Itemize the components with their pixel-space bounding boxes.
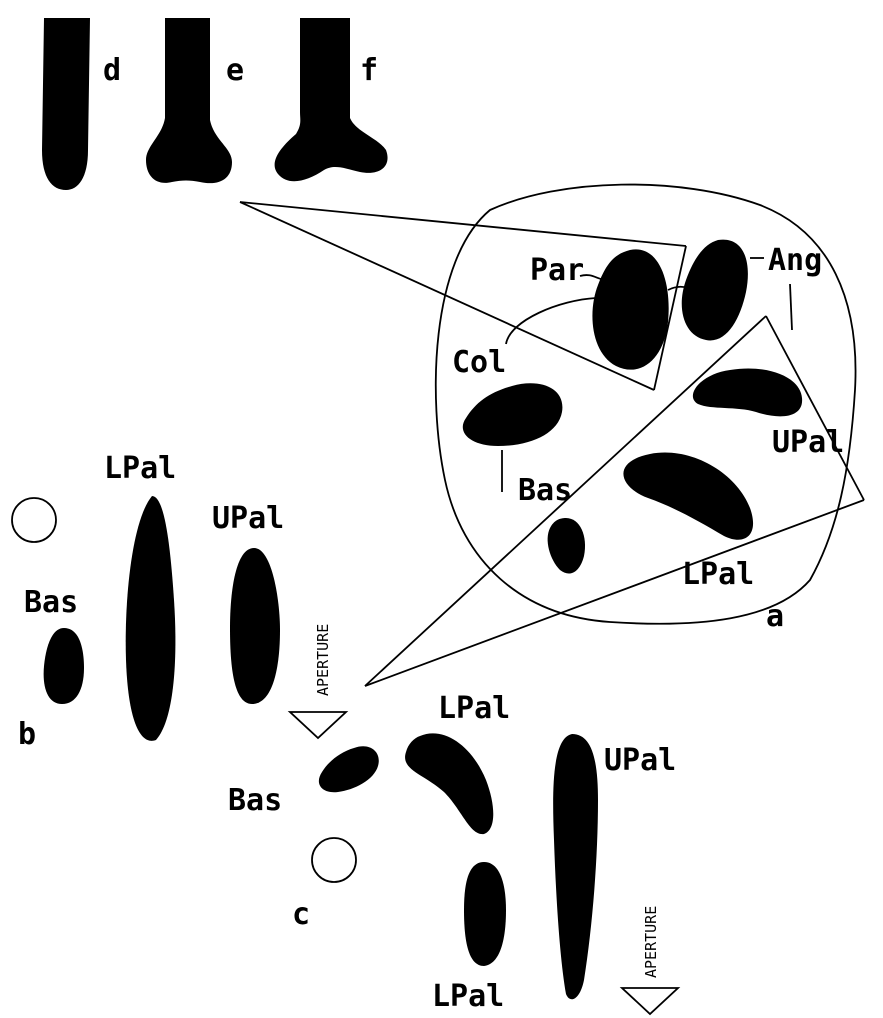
label-lpal-b: LPal — [104, 451, 176, 486]
leader-line-lower — [240, 202, 654, 390]
leader-line-b-c-2 — [365, 500, 864, 686]
ang-line — [790, 284, 792, 330]
bas-bone-b — [44, 628, 84, 704]
label-bas-b: Bas — [24, 585, 78, 620]
letter-c: c — [292, 897, 310, 932]
shaft-f — [275, 18, 388, 181]
label-lpal-a: LPal — [682, 557, 754, 592]
panel-b: LPal UPal Bas b APERTURE — [12, 451, 346, 752]
lpal-bone-c-bottom — [464, 862, 506, 966]
upal-bone-a — [693, 368, 802, 416]
bas-bone-a — [548, 518, 585, 574]
col-pointer — [506, 298, 596, 344]
label-lpal-c-top: LPal — [438, 691, 510, 726]
label-d: d — [103, 53, 121, 88]
label-bas-c: Bas — [228, 783, 282, 818]
label-lpal-c-bottom: LPal — [432, 979, 504, 1014]
aperture-b: APERTURE — [314, 624, 332, 696]
panel-c: LPal LPal UPal Bas c APERTURE — [228, 691, 678, 1014]
letter-b: b — [18, 717, 36, 752]
aperture-arrow-c — [622, 988, 678, 1014]
upal-bone-c — [553, 734, 598, 999]
col-bone — [463, 383, 563, 446]
par-bone — [592, 249, 668, 369]
lpal-bone-b — [126, 496, 176, 741]
lpal-bone-c-top — [405, 733, 493, 834]
shaft-e — [146, 18, 232, 183]
label-upal-a: UPal — [772, 425, 844, 460]
panel-a: Par Ang Col UPal Bas LPal a — [240, 185, 864, 686]
shaft-profiles: d e f — [42, 18, 388, 190]
label-ang: Ang — [768, 243, 822, 278]
circle-c — [312, 838, 356, 882]
aperture-arrow-b — [290, 712, 346, 738]
label-e: e — [226, 53, 244, 88]
label-upal-c: UPal — [604, 743, 676, 778]
bas-bone-c — [319, 746, 379, 792]
ang-bone — [682, 240, 748, 341]
aperture-c: APERTURE — [642, 906, 660, 978]
label-f: f — [360, 53, 378, 88]
label-col: Col — [452, 345, 506, 380]
label-par: Par — [530, 253, 584, 288]
upal-bone-b — [230, 548, 280, 704]
label-upal-b: UPal — [212, 501, 284, 536]
lpal-bone-a — [623, 453, 753, 540]
label-bas-a: Bas — [518, 473, 572, 508]
circle-b — [12, 498, 56, 542]
shaft-d — [42, 18, 90, 190]
leader-line-upper — [240, 202, 686, 246]
letter-a: a — [766, 599, 784, 634]
